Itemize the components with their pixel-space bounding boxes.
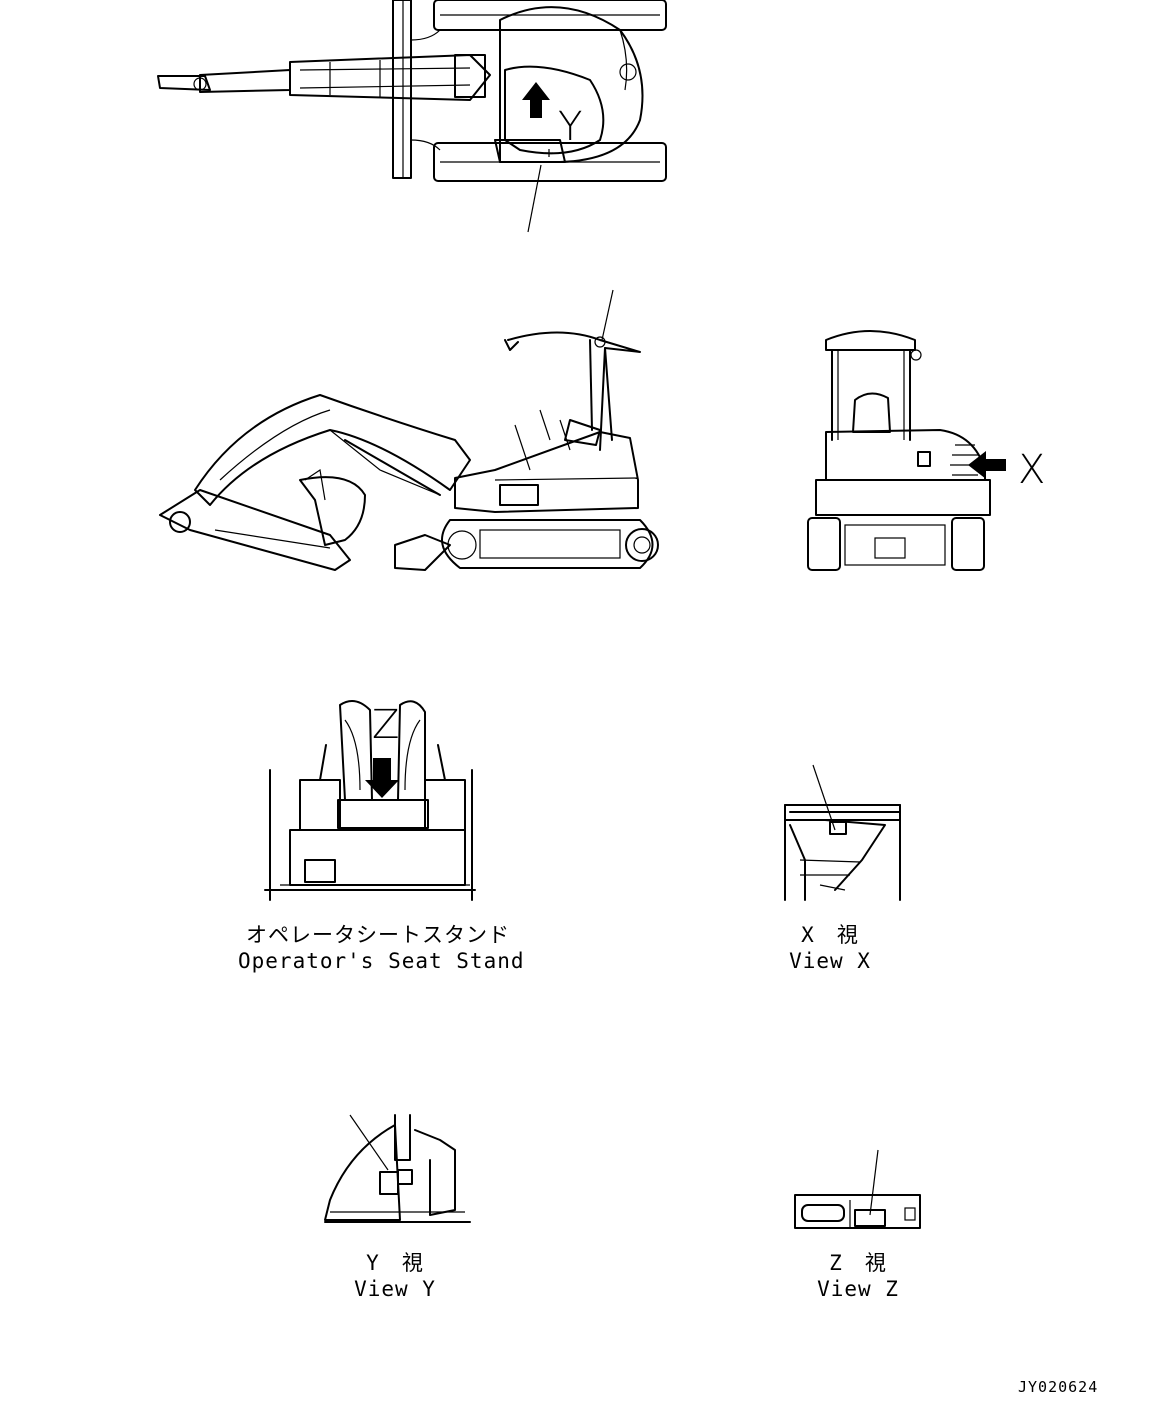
side-view [159,289,659,571]
callout-y: Y [558,104,584,150]
seat-stand-seatback-left [339,700,373,801]
view-x-detail [784,764,901,901]
rear-view-canopy-roof [825,330,916,351]
seat-stand-view [264,700,476,901]
caption-view-y-jp: Y 視 [366,1251,424,1275]
seat-stand-seatback-right [397,700,426,801]
leader-line [527,164,542,233]
caption-seat-stand-en: Operator's Seat Stand [238,949,525,973]
top-view-arm [199,69,291,93]
arrow-up-icon [522,82,550,118]
top-view-bucket [157,75,211,91]
top-view-upper-body [499,6,644,163]
callout-x: X [1018,447,1047,493]
view-z-panel [794,1194,921,1229]
rear-view [807,330,1006,571]
leader-line [601,289,614,341]
top-view-track-upper [433,0,667,31]
caption-seat-stand-jp: オペレータシートスタンド [246,923,510,947]
seat-stand-lever-left [299,779,341,831]
rear-view-seat [852,392,891,433]
side-view-bucket [299,476,366,546]
rear-view-track-right [951,517,985,571]
top-view-boom [289,54,491,101]
side-view-body [454,431,639,513]
top-view-track-lower [433,142,667,182]
top-view-blade [392,0,412,179]
leader-line [869,1149,879,1216]
view-y-detail [324,1114,471,1223]
arrow-down-icon [365,758,399,798]
side-view-blade [394,534,451,571]
side-view-sprocket [625,528,659,562]
seat-stand-lever-right [424,779,466,831]
callout-z: Z [372,702,401,748]
caption-view-x-jp: X 視 [801,923,859,947]
side-view-track [441,519,654,569]
side-view-boom [194,394,471,506]
seat-stand-base [289,829,466,886]
rear-view-track-left [807,517,841,571]
drawing-number: JY020624 [1018,1378,1099,1396]
caption-view-z-jp: Z 視 [829,1251,887,1275]
side-view-arm [159,489,351,571]
arrow-left-icon [968,451,1006,479]
caption-view-x-en: View X [789,949,871,973]
caption-view-z-en: View Z [817,1277,899,1301]
top-view [157,0,667,233]
view-z-detail [794,1149,921,1229]
caption-view-y-en: View Y [354,1277,436,1301]
side-view-canopy [507,331,641,451]
